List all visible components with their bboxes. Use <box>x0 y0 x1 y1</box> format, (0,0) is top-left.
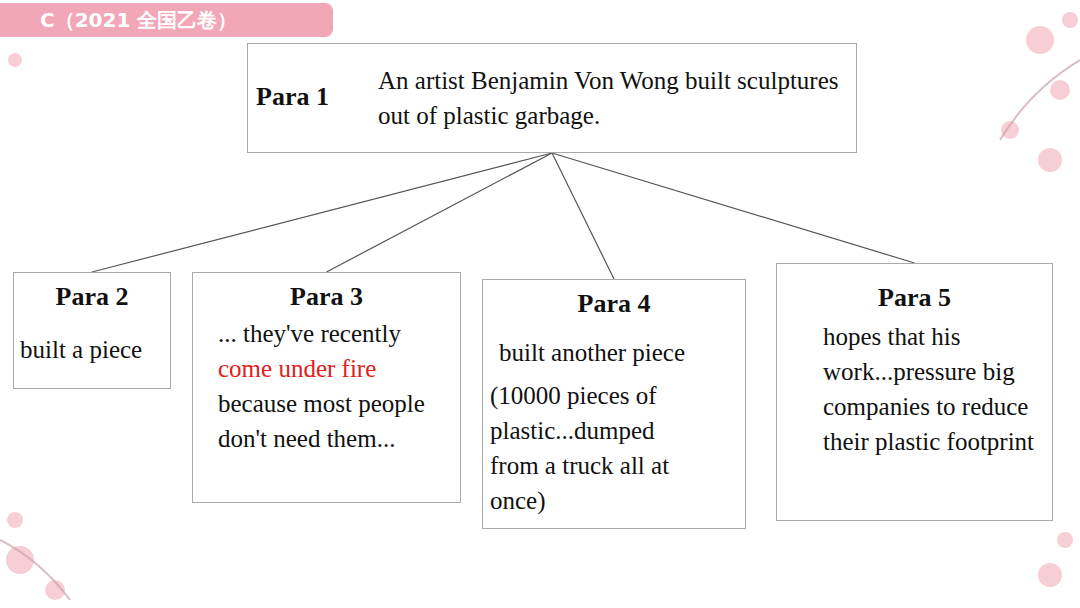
paragraph-summary: built a piece <box>20 332 166 367</box>
paragraph-box: Para 5 hopes that his work...pressure big… <box>776 263 1053 521</box>
paragraph-summary: because most people don't need them... <box>218 386 453 456</box>
tree-connector <box>552 153 614 279</box>
paragraph-heading: Para 3 <box>193 279 460 314</box>
paragraph-heading: Para 5 <box>777 280 1052 315</box>
paragraph-summary: ... they've recently <box>218 316 453 351</box>
paragraph-summary: (10000 pieces of plastic...dumped from a… <box>490 378 690 518</box>
paragraph-summary: An artist Benjamin Von Wong built sculpt… <box>378 63 848 133</box>
paragraph-summary: built another piece <box>499 335 739 370</box>
paragraph-summary: hopes that his work...pressure big compa… <box>823 319 1038 459</box>
paragraph-box: Para 4 built another piece (10000 pieces o… <box>482 279 746 529</box>
paragraph-heading: Para 4 <box>483 286 745 321</box>
tree-connector <box>327 153 553 272</box>
tree-connector <box>552 153 915 263</box>
paragraph-box: Para 3... they've recentlycome under fir… <box>192 272 461 503</box>
paragraph-box: Para 1 An artist Benjamin Von Wong built … <box>247 43 857 153</box>
paragraph-box: Para 2 built a piece <box>13 272 171 389</box>
tree-connector <box>92 153 552 272</box>
paragraph-summary: come under fire <box>218 351 453 386</box>
paragraph-heading: Para 2 <box>14 279 170 314</box>
title-banner: C（2021 全国乙卷） <box>0 3 333 37</box>
paragraph-heading: Para 1 <box>256 79 329 114</box>
